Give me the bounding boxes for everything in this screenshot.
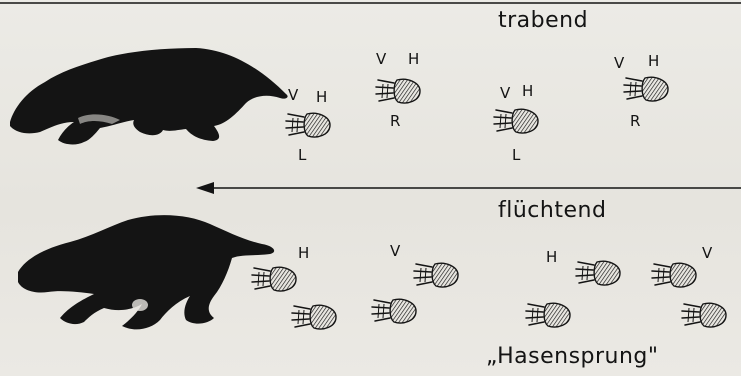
direction-arrow [196, 182, 741, 194]
trot-title: trabend [498, 8, 589, 33]
label-v: V [500, 84, 511, 102]
paw-print [413, 262, 459, 288]
paw-print [493, 108, 539, 134]
label-h: H [298, 244, 310, 262]
paw-print [681, 302, 727, 328]
paw-print [525, 302, 571, 328]
paw-print [575, 260, 621, 286]
label-h: H [546, 248, 558, 266]
label-v: V [288, 86, 299, 104]
label-r: R [390, 112, 401, 130]
label-r: R [630, 112, 641, 130]
paw-print [285, 112, 331, 138]
paw-print [371, 298, 417, 324]
label-h: H [408, 50, 420, 68]
hare-jump-label: „Hasensprung" [486, 344, 659, 369]
label-h: H [316, 88, 328, 106]
paw-print [623, 76, 669, 102]
label-v: V [376, 50, 387, 68]
flee-title: flüchtend [498, 198, 607, 223]
label-h: H [648, 52, 660, 70]
paw-print [251, 266, 297, 292]
badger-trotting-silhouette [10, 48, 288, 145]
badger-running-silhouette [18, 215, 275, 330]
paw-print [651, 262, 697, 288]
label-l: L [298, 146, 307, 164]
paw-print [291, 304, 337, 330]
label-v: V [390, 242, 401, 260]
paw-print [375, 78, 421, 104]
label-v: V [702, 244, 713, 262]
label-l: L [512, 146, 521, 164]
label-v: V [614, 54, 625, 72]
label-h: H [522, 82, 534, 100]
